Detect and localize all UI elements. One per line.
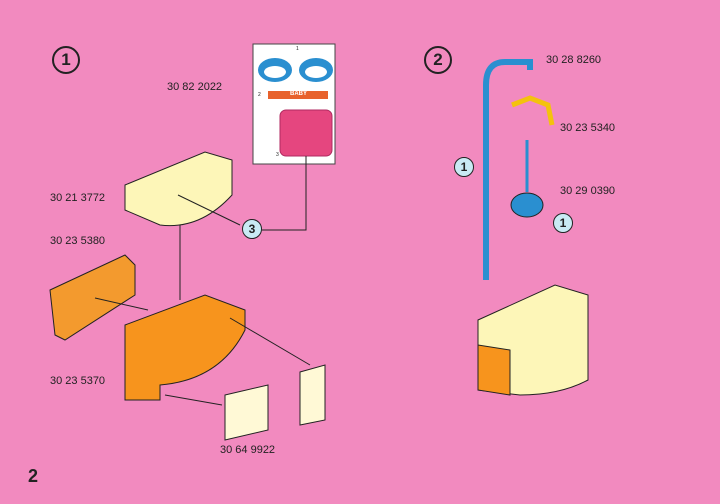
part-number-base: 30 23 5370 (50, 375, 106, 387)
door-right (299, 364, 326, 426)
pink-panel-sticker (279, 109, 333, 157)
callout-pole-1: 1 (454, 157, 474, 177)
baby-sticker (268, 91, 328, 99)
part-number-back: 30 23 5380 (50, 235, 106, 247)
mobile-pole (483, 59, 533, 280)
part-number-pole: 30 28 8260 (546, 54, 602, 66)
shelf-top-part (124, 151, 233, 227)
part-number-mobile: 30 23 5340 (560, 122, 616, 134)
part-number-sticker: 30 82 2022 (167, 81, 223, 93)
callout-sticker-3: 3 (242, 219, 262, 239)
page-number: 2 (28, 466, 39, 486)
sticker-number-3: 3 (276, 152, 279, 158)
part-number-top: 30 21 3772 (50, 192, 106, 204)
sticker-number-1: 1 (296, 46, 299, 52)
back-panel (49, 254, 136, 341)
part-number-lamp: 30 29 0390 (560, 185, 616, 197)
callout-lamp-1: 1 (553, 213, 573, 233)
door-left (224, 384, 269, 441)
part-number-doors: 30 64 9922 (220, 444, 276, 456)
cabinet-base (124, 294, 246, 401)
step-number-1: 1 (52, 46, 80, 74)
lamp (510, 192, 544, 218)
sticker-number-2: 2 (258, 92, 261, 98)
step-number-2: 2 (424, 46, 452, 74)
hanging-mobile (511, 95, 555, 126)
baby-sticker-label: BABY (290, 91, 308, 97)
